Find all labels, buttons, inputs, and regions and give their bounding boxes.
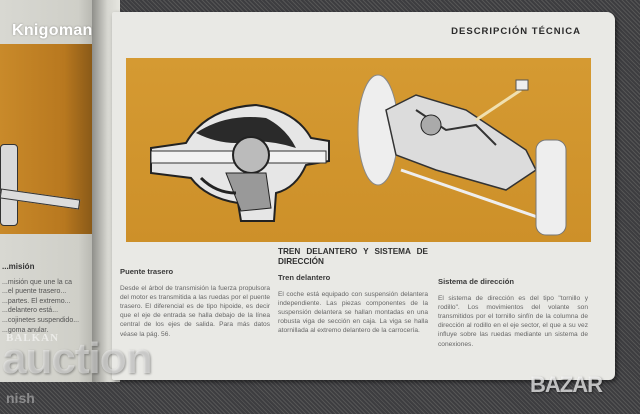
left-line: ...partes. El extremo... <box>2 297 71 305</box>
left-line: ...delantero está... <box>2 307 59 315</box>
column-body: Desde el árbol de transmisión la fuerza … <box>120 285 270 338</box>
illustration-banner <box>126 58 591 242</box>
watermark-auction: auction <box>2 334 152 383</box>
left-line: ...misión que une la ca <box>2 278 73 286</box>
left-line: ...goma anular. <box>2 326 49 334</box>
left-page-illustration <box>0 44 92 234</box>
rear-axle-illustration-icon <box>150 103 330 222</box>
front-suspension-illustration-icon <box>357 74 567 236</box>
left-line: ...el puente trasero... <box>2 288 67 296</box>
column-front-axle: TREN DELANTERO Y SISTEMA DE DIRECCIÓN Tr… <box>278 247 428 336</box>
watermark-knigoman: Knigoman <box>12 22 93 39</box>
right-page: DESCRIPCIÓN TÉCNICA Puente trasero Desde… <box>112 12 615 380</box>
watermark-bazar: BAZAR <box>530 372 603 397</box>
watermark-balkan: BALKAN <box>6 332 60 344</box>
section-title: DESCRIPCIÓN TÉCNICA <box>451 26 581 37</box>
left-page-text: ...misión ...misión que une la ca ...el … <box>2 262 94 335</box>
watermark-nish: nish <box>6 390 35 406</box>
column-heading: Puente trasero <box>120 267 174 276</box>
column-body: El coche está equipado con suspensión de… <box>278 291 428 335</box>
left-page-heading: ...misión <box>2 262 35 271</box>
mechanical-part-illustration <box>0 144 18 226</box>
column-steering: Sistema de dirección El sistema de direc… <box>438 277 588 349</box>
left-line: ...cojinetes suspendido... <box>2 316 80 324</box>
column-body: El sistema de dirección es del tipo "tor… <box>438 295 588 348</box>
column-heading: Sistema de dirección <box>438 277 514 286</box>
column-rear-axle: Puente trasero Desde el árbol de transmi… <box>120 267 270 339</box>
section-heading: TREN DELANTERO Y SISTEMA DE DIRECCIÓN <box>278 247 428 266</box>
column-heading: Tren delantero <box>278 273 331 282</box>
